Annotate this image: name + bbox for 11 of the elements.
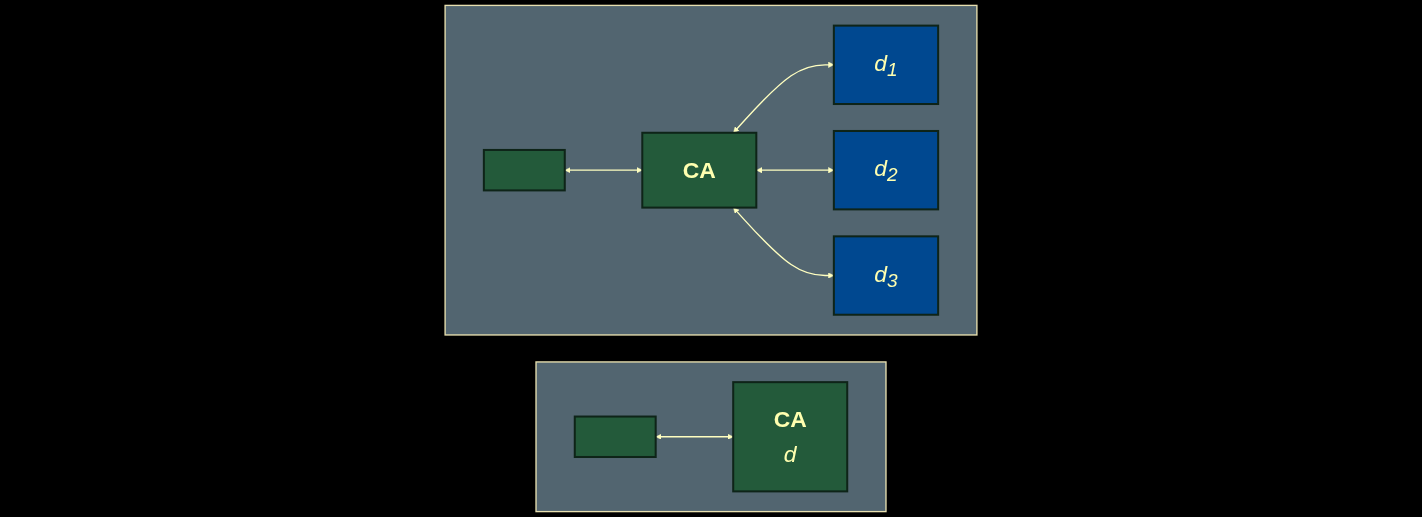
- node-box: CA: [641, 131, 758, 209]
- arrow: [655, 433, 734, 440]
- node-box: d$_{2}$: [832, 129, 940, 211]
- node-box: [573, 415, 657, 458]
- node-box: [482, 148, 566, 192]
- arrow: [564, 167, 643, 174]
- node-box: d$_{1}$: [832, 24, 940, 106]
- cluster: [535, 361, 887, 513]
- cluster: [444, 4, 978, 336]
- node-box: CA d: [732, 381, 849, 493]
- node-box: d$_{3}$: [832, 235, 940, 316]
